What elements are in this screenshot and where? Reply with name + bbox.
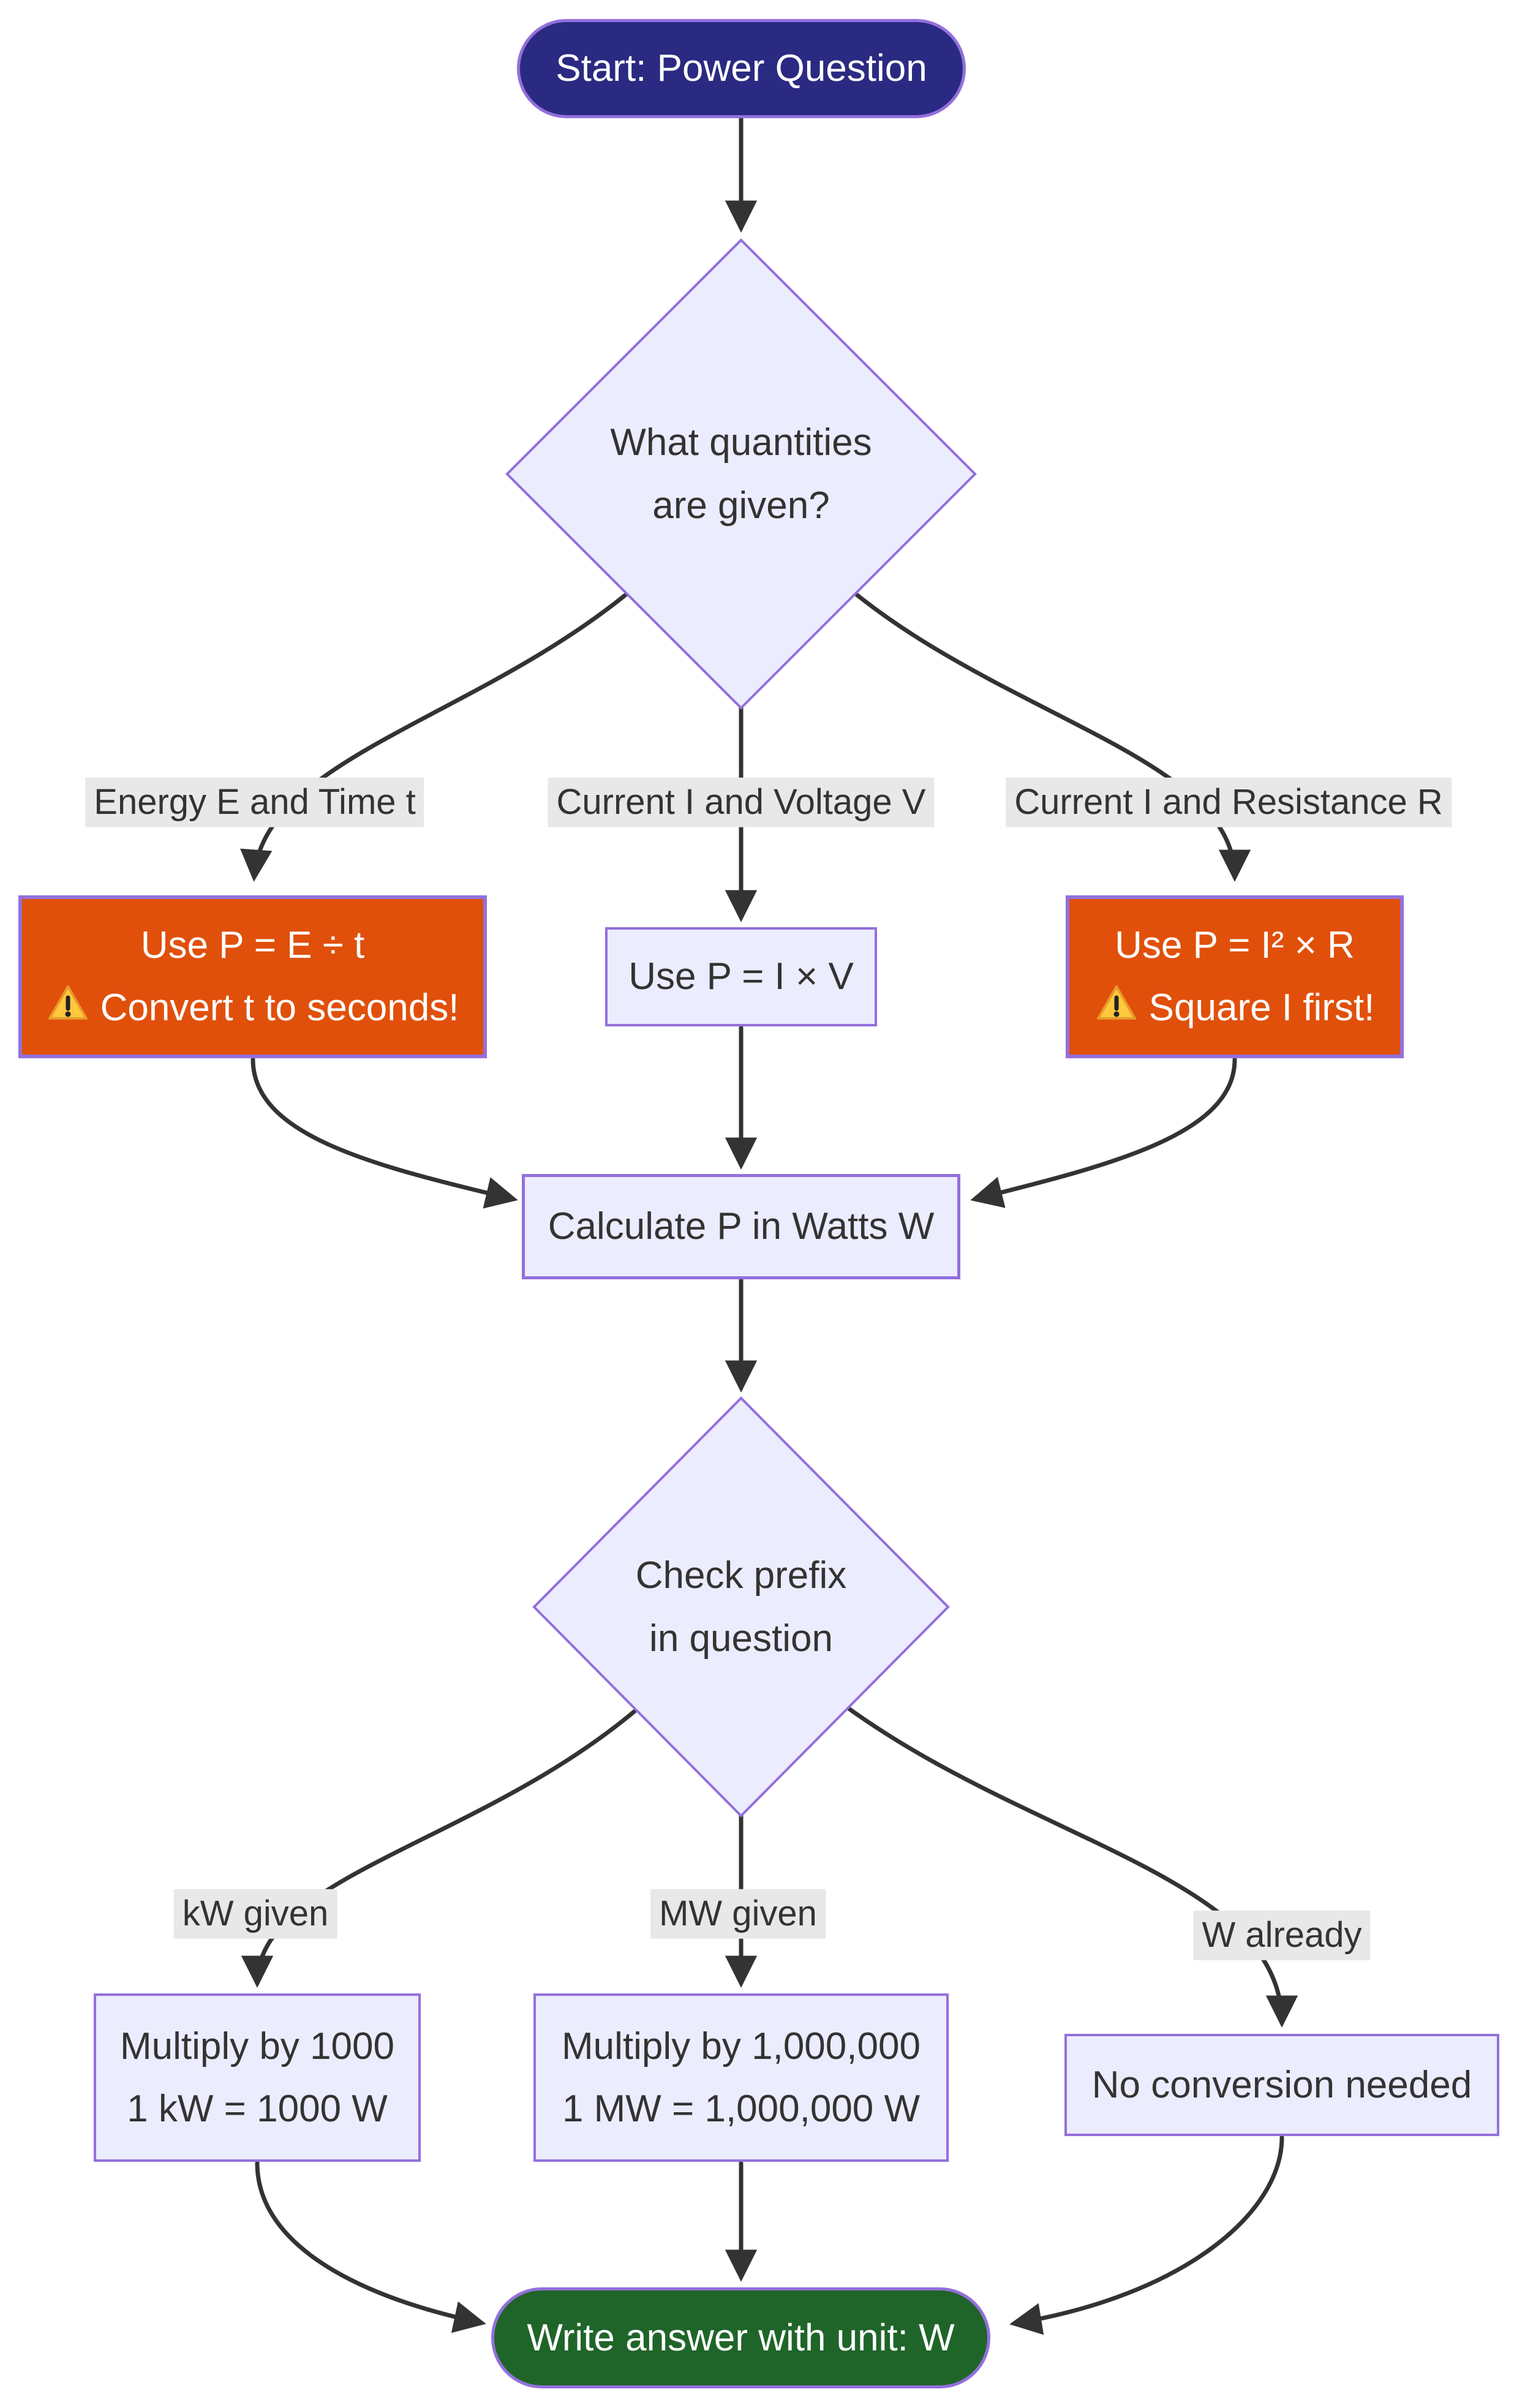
edge-label-current-resistance: Current I and Resistance R <box>1006 777 1452 827</box>
node-formula-iv: Use P = I × V <box>605 927 877 1026</box>
decision2-line2: in question <box>649 1617 833 1660</box>
decision2-line1: Check prefix <box>635 1554 847 1597</box>
formula-iv-label: Use P = I × V <box>628 955 854 998</box>
warning-icon <box>48 985 88 1020</box>
edge-label-current-voltage: Current I and Voltage V <box>548 777 935 827</box>
node-no-conversion: No conversion needed <box>1064 2034 1499 2136</box>
formula-energy-line2: Convert t to seconds! <box>100 987 459 1029</box>
formula-ir-line1: Use P = I² × R <box>1115 924 1355 966</box>
node-end: Write answer with unit: W <box>491 2287 990 2388</box>
edge-label-kw-given: kW given <box>173 1889 337 1939</box>
node-multiply-mw: Multiply by 1,000,000 1 MW = 1,000,000 W <box>533 1993 949 2162</box>
node-formula-ir: Use P = I² × R Square I first! <box>1066 895 1404 1058</box>
multiply-kw-line2: 1 kW = 1000 W <box>127 2087 388 2130</box>
decision1-diamond <box>505 238 977 710</box>
edge-decision2-to-kw <box>241 1685 664 1988</box>
edge-decision1-to-ir <box>815 558 1251 882</box>
no-conversion-label: No conversion needed <box>1091 2063 1472 2106</box>
edge-decision2-to-w <box>818 1685 1298 2028</box>
calculate-label: Calculate P in Watts W <box>548 1205 935 1247</box>
edge-label-w-already: W already <box>1193 1910 1371 1960</box>
node-formula-energy: Use P = E ÷ t Convert t to seconds! <box>18 895 487 1058</box>
node-decision1-label: What quantities are given? <box>610 411 872 537</box>
end-label: Write answer with unit: W <box>527 2316 955 2359</box>
node-calculate: Calculate P in Watts W <box>522 1174 960 1279</box>
decision1-line1: What quantities <box>610 421 872 464</box>
node-start: Start: Power Question <box>517 19 966 118</box>
edge-energy-to-calculate <box>250 1057 518 1209</box>
multiply-mw-line2: 1 MW = 1,000,000 W <box>562 2087 921 2130</box>
edge-label-energy-time: Energy E and Time t <box>85 777 424 827</box>
node-decision2-label: Check prefix in question <box>636 1544 847 1670</box>
start-label: Start: Power Question <box>556 47 927 89</box>
warning-icon <box>1096 985 1136 1020</box>
edge-decision1-to-energy <box>240 558 667 882</box>
multiply-mw-line1: Multiply by 1,000,000 <box>562 2025 921 2067</box>
edge-ir-to-calculate <box>970 1057 1237 1208</box>
decision2-diamond <box>532 1396 950 1818</box>
edge-w-to-end <box>1009 2135 1284 2335</box>
formula-energy-line1: Use P = E ÷ t <box>140 924 365 966</box>
multiply-kw-line1: Multiply by 1000 <box>119 2025 395 2067</box>
formula-ir-line2: Square I first! <box>1148 987 1375 1029</box>
edge-kw-to-end <box>255 2161 486 2333</box>
node-multiply-kw: Multiply by 1000 1 kW = 1000 W <box>94 1993 421 2162</box>
decision1-line2: are given? <box>652 484 830 527</box>
edge-label-mw-given: MW given <box>650 1889 826 1939</box>
